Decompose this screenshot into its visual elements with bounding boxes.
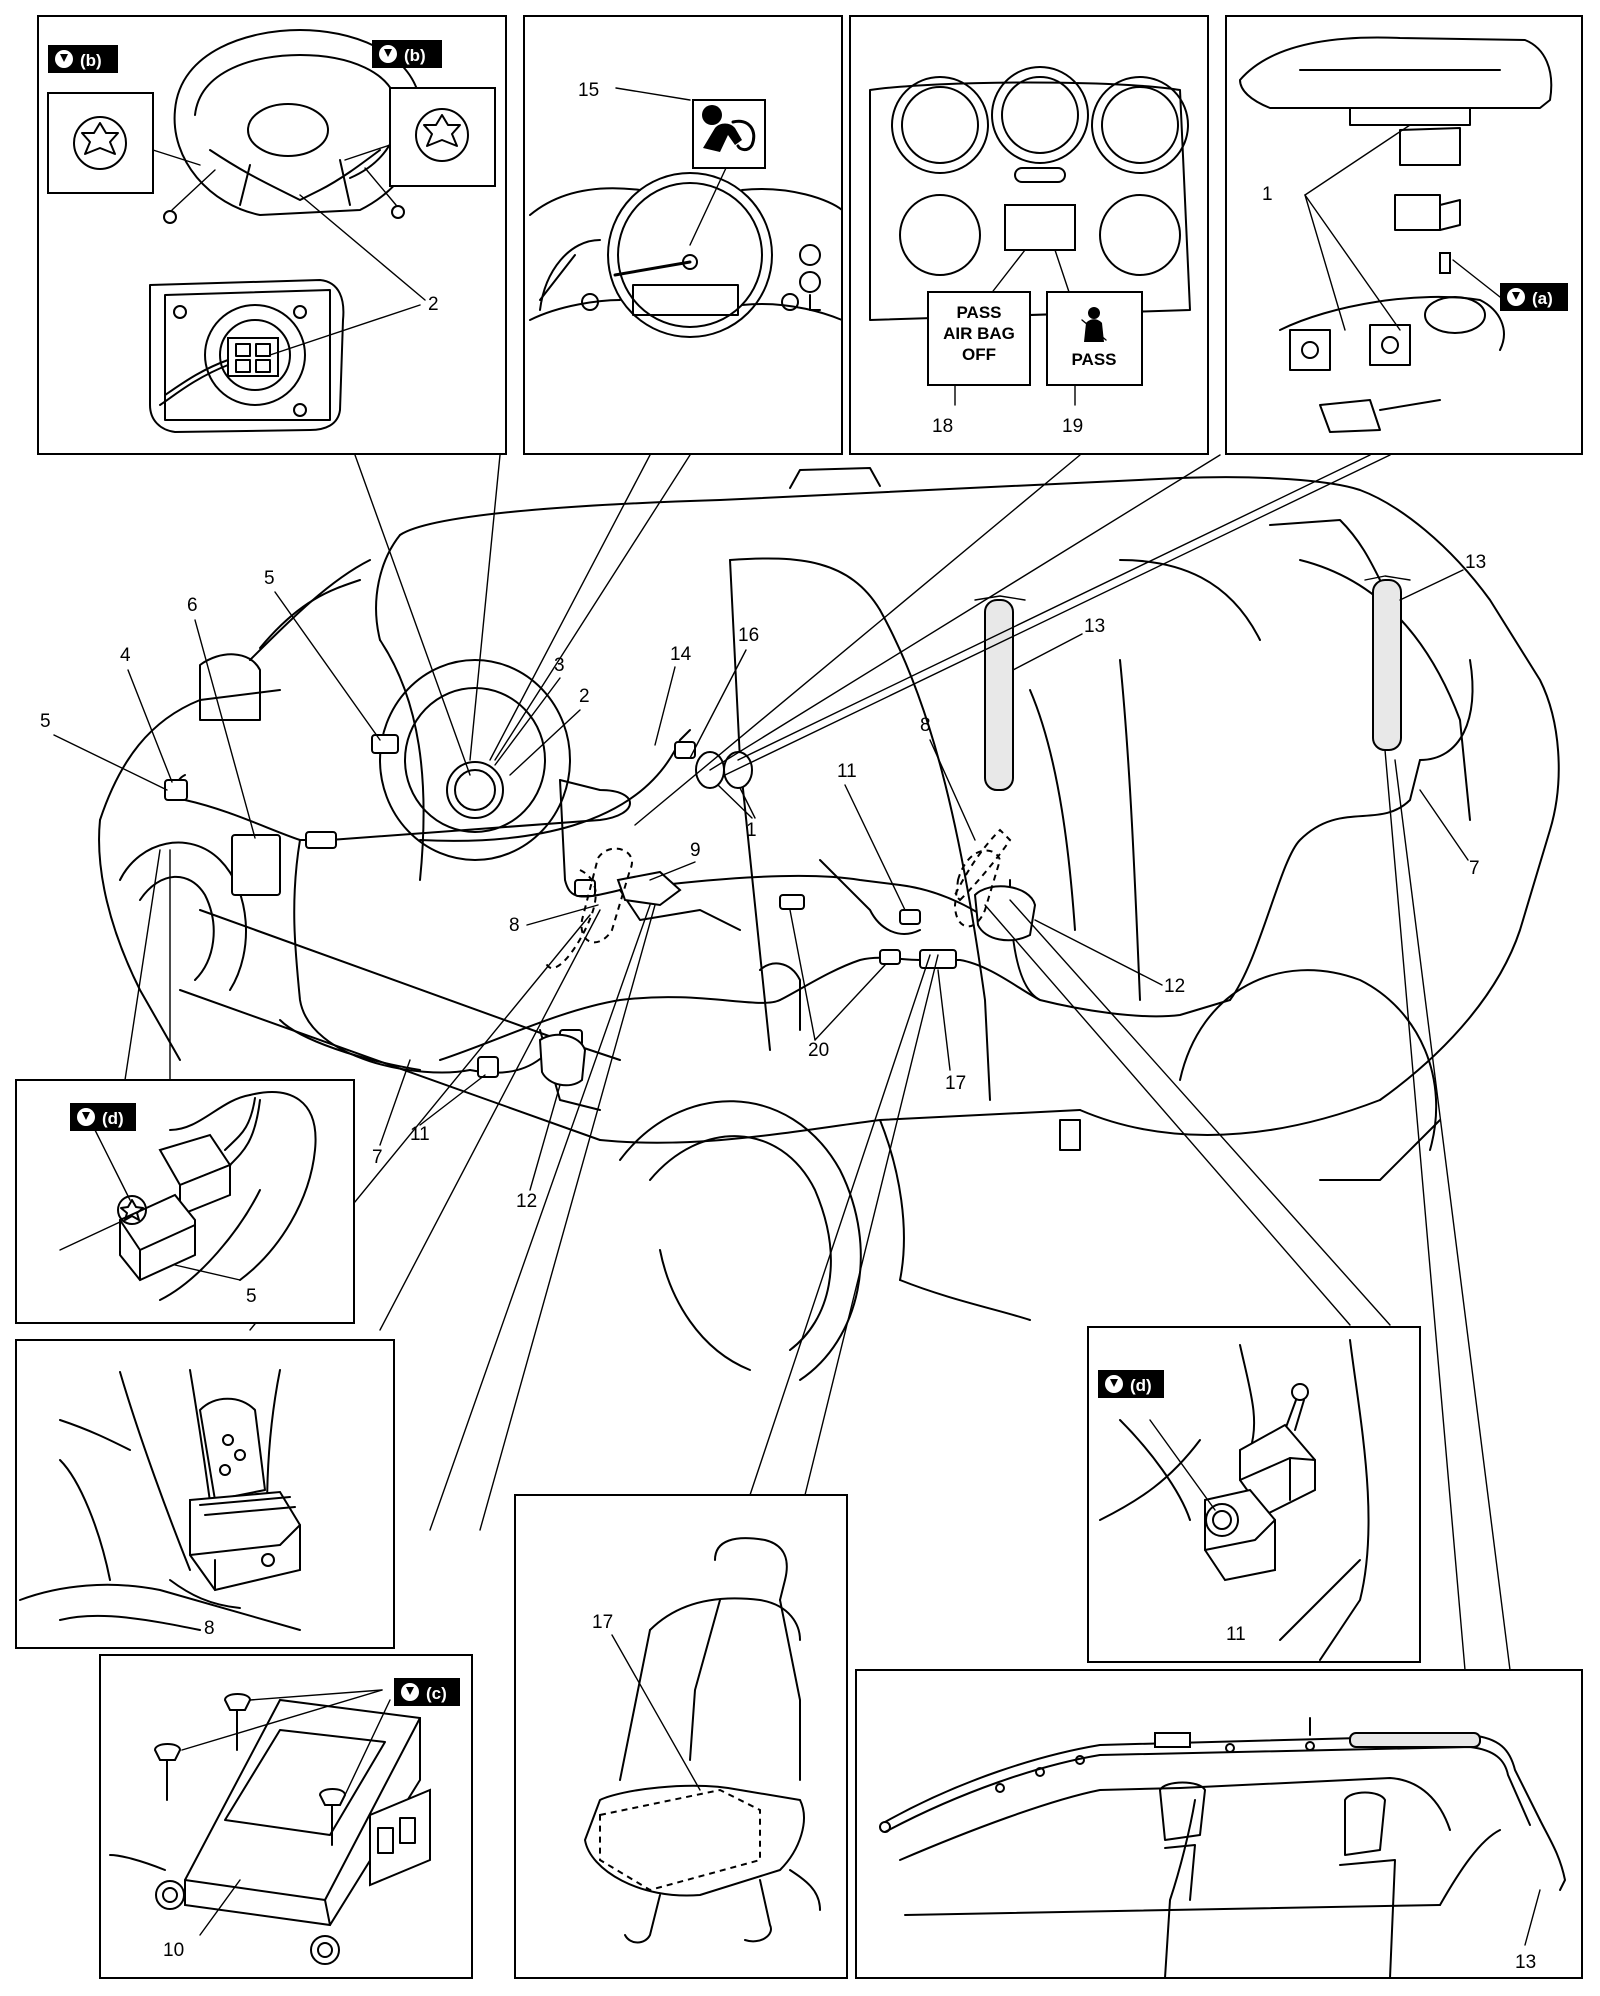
callout-1-main: 1 bbox=[746, 820, 757, 841]
leader-lines bbox=[124, 454, 1511, 1671]
callout-20: 20 bbox=[808, 1040, 829, 1061]
connector-main-20b bbox=[879, 949, 901, 965]
torque-tag-b-right: (b) bbox=[404, 46, 426, 65]
detail-curtain-airbag: 13 bbox=[855, 1669, 1583, 1979]
callout-13-right: 13 bbox=[1465, 552, 1486, 573]
seats-main bbox=[199, 653, 801, 1111]
callout-5-left: 5 bbox=[40, 711, 51, 732]
connector-main-9 bbox=[574, 879, 596, 897]
callout-3: 3 bbox=[554, 655, 565, 676]
side-impact-sensor-left-main bbox=[538, 1033, 587, 1087]
callout-17-main: 17 bbox=[945, 1073, 966, 1094]
sdm-main bbox=[616, 870, 682, 907]
detail-sdm: (c) 10 bbox=[99, 1654, 473, 1979]
detail-seat-sensor: 17 bbox=[514, 1494, 848, 1979]
harness-components bbox=[164, 734, 1037, 1087]
callout-11-right: 11 bbox=[837, 761, 857, 782]
side-airbag-dashed-8-left bbox=[580, 847, 633, 944]
side-airbag-dashed-8-right bbox=[953, 849, 1002, 928]
pass-label: PASS bbox=[1071, 350, 1116, 369]
torque-tag-d-side: (d) bbox=[1130, 1376, 1152, 1395]
callout-5-top: 5 bbox=[264, 568, 275, 589]
callout-10: 10 bbox=[163, 1940, 184, 1961]
front-sensor-left-main bbox=[164, 779, 188, 801]
callout-14: 14 bbox=[670, 644, 692, 665]
torx-bolt-icon-left bbox=[81, 122, 119, 155]
detail-instrument-cluster: 15 bbox=[523, 15, 843, 455]
detail-steering-wheel: (b) (b) 2 bbox=[37, 15, 507, 455]
callout-19: 19 bbox=[1062, 416, 1083, 437]
connector-main-11 bbox=[899, 909, 921, 925]
callout-8-detail: 8 bbox=[204, 1618, 215, 1639]
side-impact-sensor-right-main bbox=[973, 885, 1037, 942]
pass-airbag-off-line2: AIR BAG bbox=[943, 324, 1015, 343]
torque-tag-b-left: (b) bbox=[80, 51, 102, 70]
callout-15: 15 bbox=[578, 80, 599, 101]
callout-4: 4 bbox=[120, 645, 131, 666]
seat-belt-pretensioner-dashed-right bbox=[953, 828, 1012, 902]
torque-tag-c: (c) bbox=[426, 1684, 447, 1703]
callout-7-right: 7 bbox=[1469, 858, 1480, 879]
callout-13-detail: 13 bbox=[1515, 1952, 1536, 1973]
callout-9: 9 bbox=[690, 840, 701, 861]
connector-main-20a bbox=[779, 894, 805, 910]
curtain-airbag-main bbox=[974, 575, 1411, 791]
wiring-harness bbox=[176, 659, 1474, 1074]
callout-8-right: 8 bbox=[920, 715, 931, 736]
pass-airbag-right bbox=[723, 751, 753, 789]
callout-1-detail: 1 bbox=[1262, 184, 1273, 205]
main-callouts: 5 6 4 5 3 2 14 16 1 13 13 7 8 11 12 9 8 … bbox=[40, 552, 1486, 1212]
torx-bolt-icon-sensor bbox=[120, 1199, 144, 1221]
pass-airbag-off-line1: PASS bbox=[956, 303, 1001, 322]
callout-12-left: 12 bbox=[516, 1191, 537, 1212]
connector-main-11-left bbox=[477, 1056, 499, 1078]
detail-pass-indicators: PASS AIR BAG OFF PASS 18 19 bbox=[849, 15, 1209, 455]
seatbelt-icon bbox=[1081, 307, 1107, 342]
callout-17-detail: 17 bbox=[592, 1612, 613, 1633]
callout-18: 18 bbox=[932, 416, 953, 437]
detail-seat-side-airbag: 8 bbox=[15, 1339, 395, 1649]
detail-front-sensor: (d) 5 bbox=[15, 1079, 355, 1324]
steering-wheel-main bbox=[379, 659, 571, 861]
connector-14 bbox=[674, 741, 696, 759]
callout-13-center: 13 bbox=[1084, 616, 1105, 637]
seat-belt-pretensioner-dashed-left bbox=[544, 869, 597, 969]
connector-main-17 bbox=[919, 949, 957, 969]
callout-8-left: 8 bbox=[509, 915, 520, 936]
front-sensor-block-6 bbox=[231, 834, 281, 896]
connector-main-5 bbox=[371, 734, 399, 754]
callout-5-detail: 5 bbox=[246, 1286, 257, 1307]
torque-tag-d-sensor: (d) bbox=[102, 1109, 124, 1128]
callout-11-left: 11 bbox=[410, 1124, 430, 1145]
torx-bolt-icon-right bbox=[423, 114, 461, 147]
torque-tag-a: (a) bbox=[1532, 289, 1553, 308]
connector-main-1 bbox=[305, 831, 337, 849]
callout-6: 6 bbox=[187, 595, 198, 616]
pass-airbag-off-line3: OFF bbox=[962, 345, 996, 364]
callout-7-left: 7 bbox=[372, 1147, 383, 1168]
callout-11-detail: 11 bbox=[1226, 1624, 1246, 1645]
detail-passenger-airbag: (a) 1 bbox=[1225, 15, 1583, 455]
callout-16: 16 bbox=[738, 625, 759, 646]
detail-side-impact-sensor: (d) 11 bbox=[1087, 1326, 1421, 1663]
callout-2-main: 2 bbox=[579, 686, 590, 707]
callout-12-right: 12 bbox=[1164, 976, 1185, 997]
callout-2-steering: 2 bbox=[428, 294, 439, 315]
